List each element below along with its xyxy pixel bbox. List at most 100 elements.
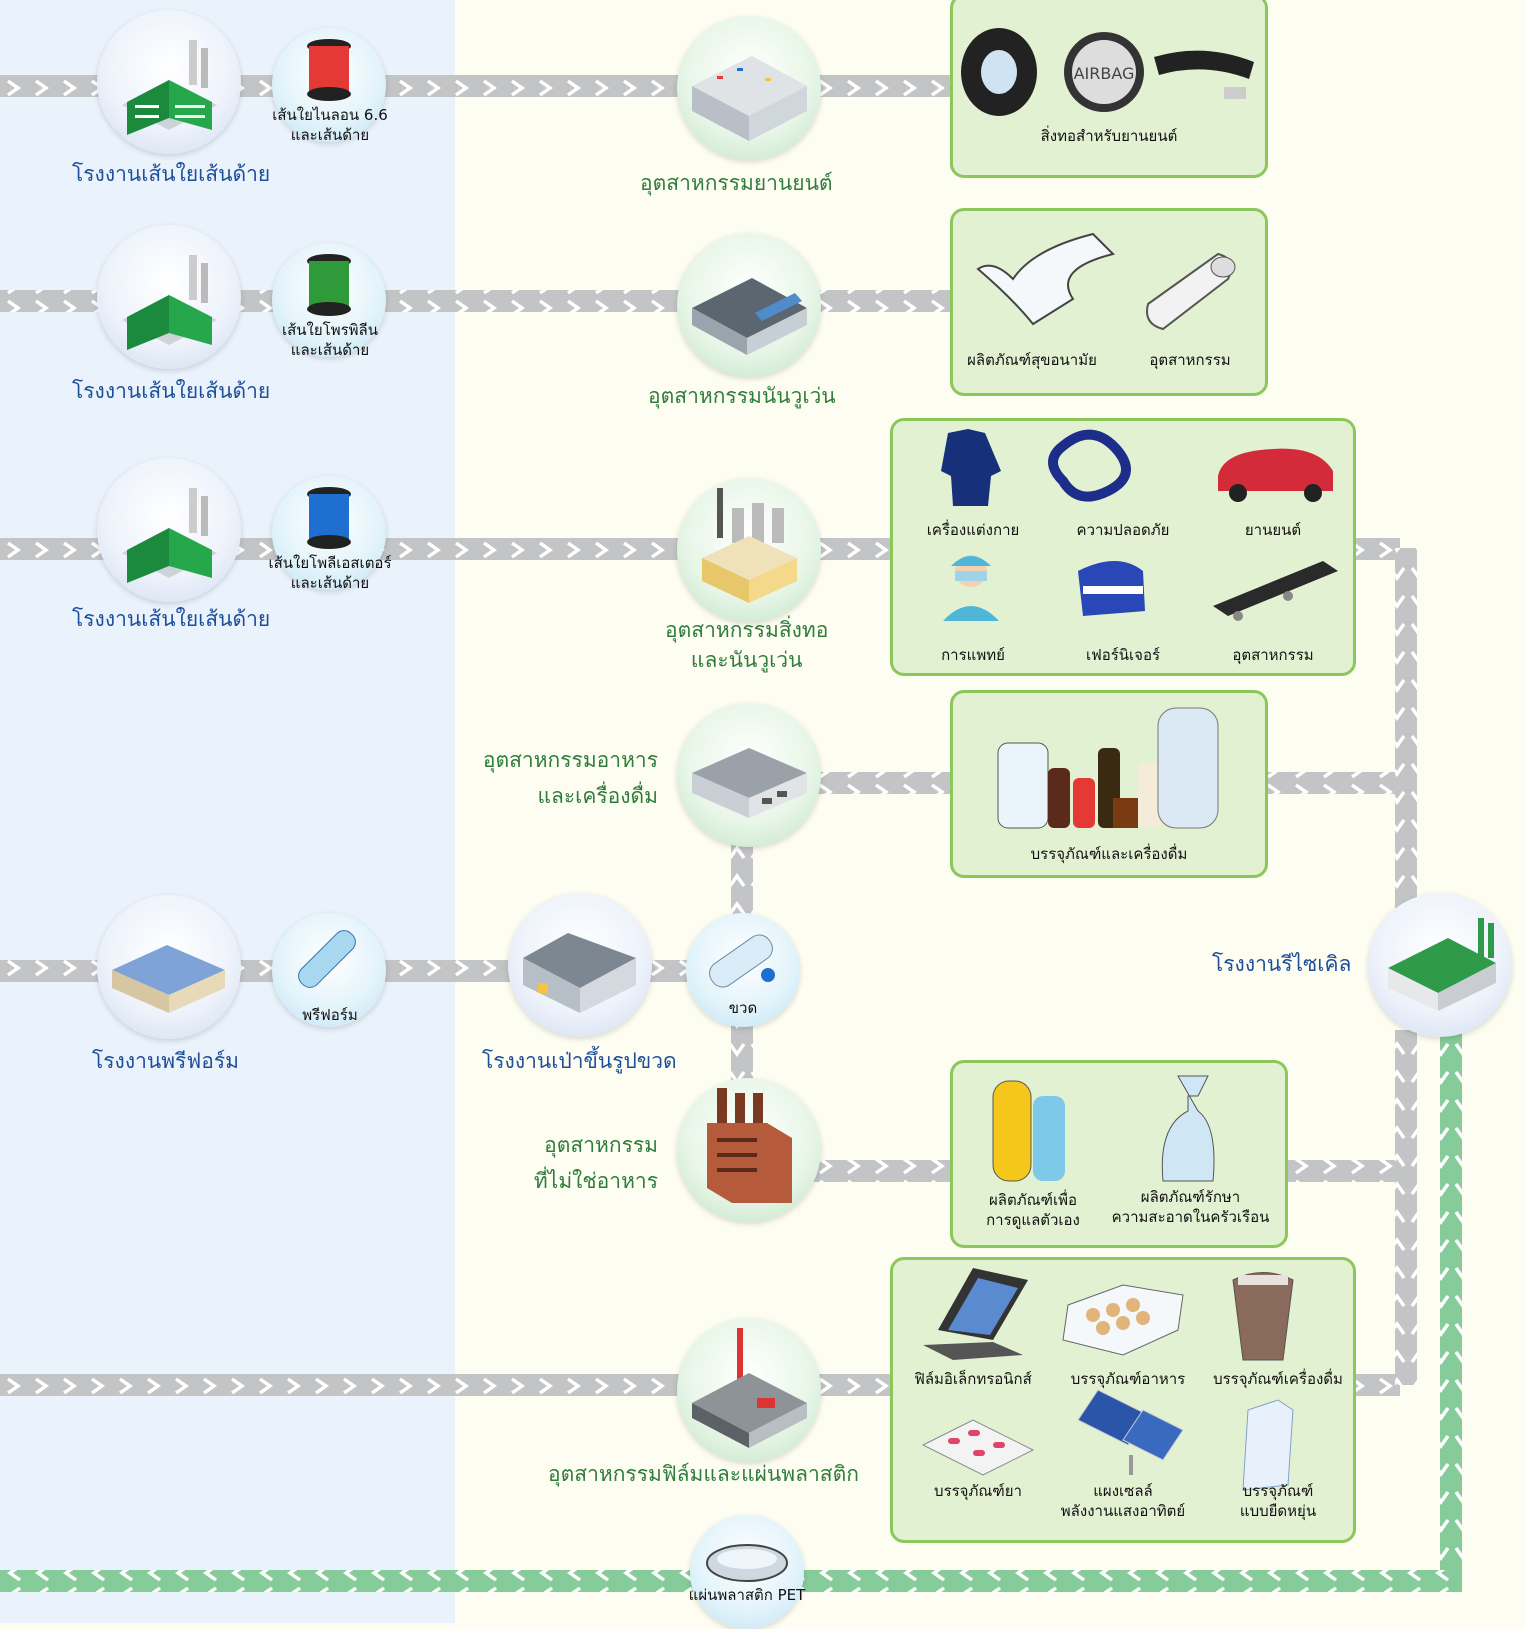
textile-mill-icon [702,488,797,603]
fiber-plant-3 [97,458,241,602]
material-label-1: เส้นใยไนลอน 6.6 และเส้นด้าย [272,106,388,145]
bottle-node [686,913,800,1027]
factory-icon [122,488,217,583]
box-item-automotive: ยานยนต์ [1244,521,1302,539]
industry-nonfood [677,1078,821,1222]
thread-spool-icon [307,254,351,316]
shirt-icon [941,429,1001,506]
car-park-building-icon [692,56,807,141]
box-item-flexible-packaging: บรรจุภัณฑ์ แบบยืดหยุ่น [1239,1482,1317,1520]
preform-factory-icon [112,945,225,1013]
industry-label-auto: อุตสาหกรรมยานยนต์ [640,171,833,195]
tyre-icon [961,28,1037,116]
factory-icon [122,255,217,350]
medical-staff-icon [943,555,999,621]
rope-icon [1048,429,1131,502]
conveyor-icon [1213,561,1338,621]
recycle-plant [1368,893,1512,1037]
drink-cup-icon [1232,1272,1294,1361]
plant-label-3: โรงงานเส้นใยเส้นด้าย [72,607,271,631]
product-box-food: บรรจุภัณฑ์และเครื่องดื่ม [950,690,1268,878]
industry-nonwoven [677,233,821,377]
nonwoven-product-icons [976,232,1236,331]
box-item-household-cleaning: ผลิตภัณฑ์รักษา ความสะอาดในครัวเรือน [1111,1188,1270,1226]
product-box-nonwoven: ผลิตภัณฑ์สุขอนามัย อุตสาหกรรม [950,208,1268,396]
preform-plant [97,895,241,1039]
box-item-safety: ความปลอดภัย [1076,521,1170,539]
pet-sheet-node [690,1515,804,1629]
spool-thread [309,494,349,542]
material-label-3: เส้นใยโพลีเอสเตอร์ และเส้นด้าย [268,554,392,593]
warehouse-icon [692,278,807,355]
box-item-medical: การแพทย์ [941,646,1005,664]
sofa-icon [1078,561,1145,616]
auto-textiles-icons: AIRBAG [961,28,1254,116]
industry-label-nonwoven: อุตสาหกรรมนันวูเว่น [648,384,836,408]
egg-carton-icon [1062,1284,1184,1356]
recycle-factory-icon [1388,918,1496,1011]
industry-label-nonfood: อุตสาหกรรม ที่ไม่ใช่อาหาร [533,1133,658,1193]
preform-node [272,913,386,1027]
flow-down-to-nonfood [731,1015,753,1095]
industry-label-film: อุตสาหกรรมฟิล์มและแผ่นพลาสติก [548,1462,859,1486]
flow-to-recycle-bottom [1395,1030,1417,1385]
solar-panel-icon [1077,1389,1184,1475]
fiber-plant-2 [97,225,241,369]
box-item-industrial: อุตสาหกรรม [1232,646,1314,664]
laptop-icon [923,1268,1028,1360]
preform-tube-icon [298,930,356,988]
factory-icon [122,40,217,135]
product-box-nonfood: ผลิตภัณฑ์เพื่อ การดูแลตัวเอง ผลิตภัณฑ์รั… [950,1060,1288,1248]
textile-product-icons [941,429,1338,621]
box-item-hygiene: ผลิตภัณฑ์สุขอนามัย [967,351,1097,369]
box-item-beverage-packaging: บรรจุภัณฑ์เครื่องดื่ม [1213,1370,1343,1388]
beverage-containers-icon [997,707,1219,829]
car-icon [1218,448,1333,502]
pet-sheet-label: แผ่นพลาสติก PET [688,1586,806,1604]
bottle-icon [709,934,775,988]
film-plant-icon [692,1328,807,1448]
blow-molding-factory-icon [523,933,636,1013]
brick-factory-icon [707,1088,792,1203]
flexible-pouch-icon [1242,1399,1294,1491]
spray-bottle-icon [1161,1075,1215,1182]
flow-to-recycle-top [1395,548,1417,908]
material-spool-1 [272,28,386,142]
bottle-label: ขวด [728,999,758,1017]
box-item-pharma-packaging: บรรจุภัณฑ์ยา [934,1482,1022,1500]
flow-recycle-down [1440,1030,1462,1570]
thread-spool-icon [307,39,351,101]
spool-thread [309,261,349,309]
plant-label-1: โรงงานเส้นใยเส้นด้าย [72,162,271,186]
box-item-apparel: เครื่องแต่งกาย [926,521,1020,539]
material-spool-3 [272,476,386,590]
industry-textile [677,478,821,622]
box-item-personal-care: ผลิตภัณฑ์เพื่อ การดูแลตัวเอง [986,1191,1080,1229]
product-box-film: ฟิล์มอิเล็กทรอนิกส์ บรรจุภัณฑ์อาหาร บรรจ… [890,1257,1356,1543]
spool-thread [309,46,349,94]
material-spool-2 [272,243,386,357]
box-item-solar-cells: แผงเซลล์ พลังงานแสงอาทิตย์ [1060,1482,1186,1520]
preform-label: พรีฟอร์ม [302,1006,358,1024]
product-box-textile: เครื่องแต่งกาย ความปลอดภัย ยานยนต์ การแพ… [890,418,1356,676]
pill-blister-icon [921,1419,1035,1476]
shampoo-bottle-icon [992,1080,1065,1182]
plastic-pellets-icon [706,1544,788,1582]
industry-food [677,703,821,847]
plant-label-2: โรงงานเส้นใยเส้นด้าย [72,379,271,403]
box-item-industry: อุตสาหกรรม [1149,351,1231,369]
thread-spool-icon [307,487,351,549]
blow-molding-plant [508,893,652,1037]
box-caption-auto: สิ่งทอสำหรับยานยนต์ [1040,127,1178,145]
industry-label-food: อุตสาหกรรมอาหาร และเครื่องดื่ม [482,748,658,808]
fiber-plant-1 [97,10,241,154]
recycle-label: โรงงานรีไซเคิล [1212,952,1352,976]
preform-plant-label: โรงงานพรีฟอร์ม [92,1049,239,1073]
industry-label-textile: อุตสาหกรรมสิ่งทอ และนันวูเว่น [665,618,829,673]
industry-auto [677,16,821,160]
film-product-icons [921,1268,1294,1491]
box-caption-food: บรรจุภัณฑ์และเครื่องดื่ม [1030,845,1188,863]
food-factory-icon [692,748,807,818]
box-item-electronic-film: ฟิล์มอิเล็กทรอนิกส์ [914,1370,1032,1388]
industry-film [677,1318,821,1462]
